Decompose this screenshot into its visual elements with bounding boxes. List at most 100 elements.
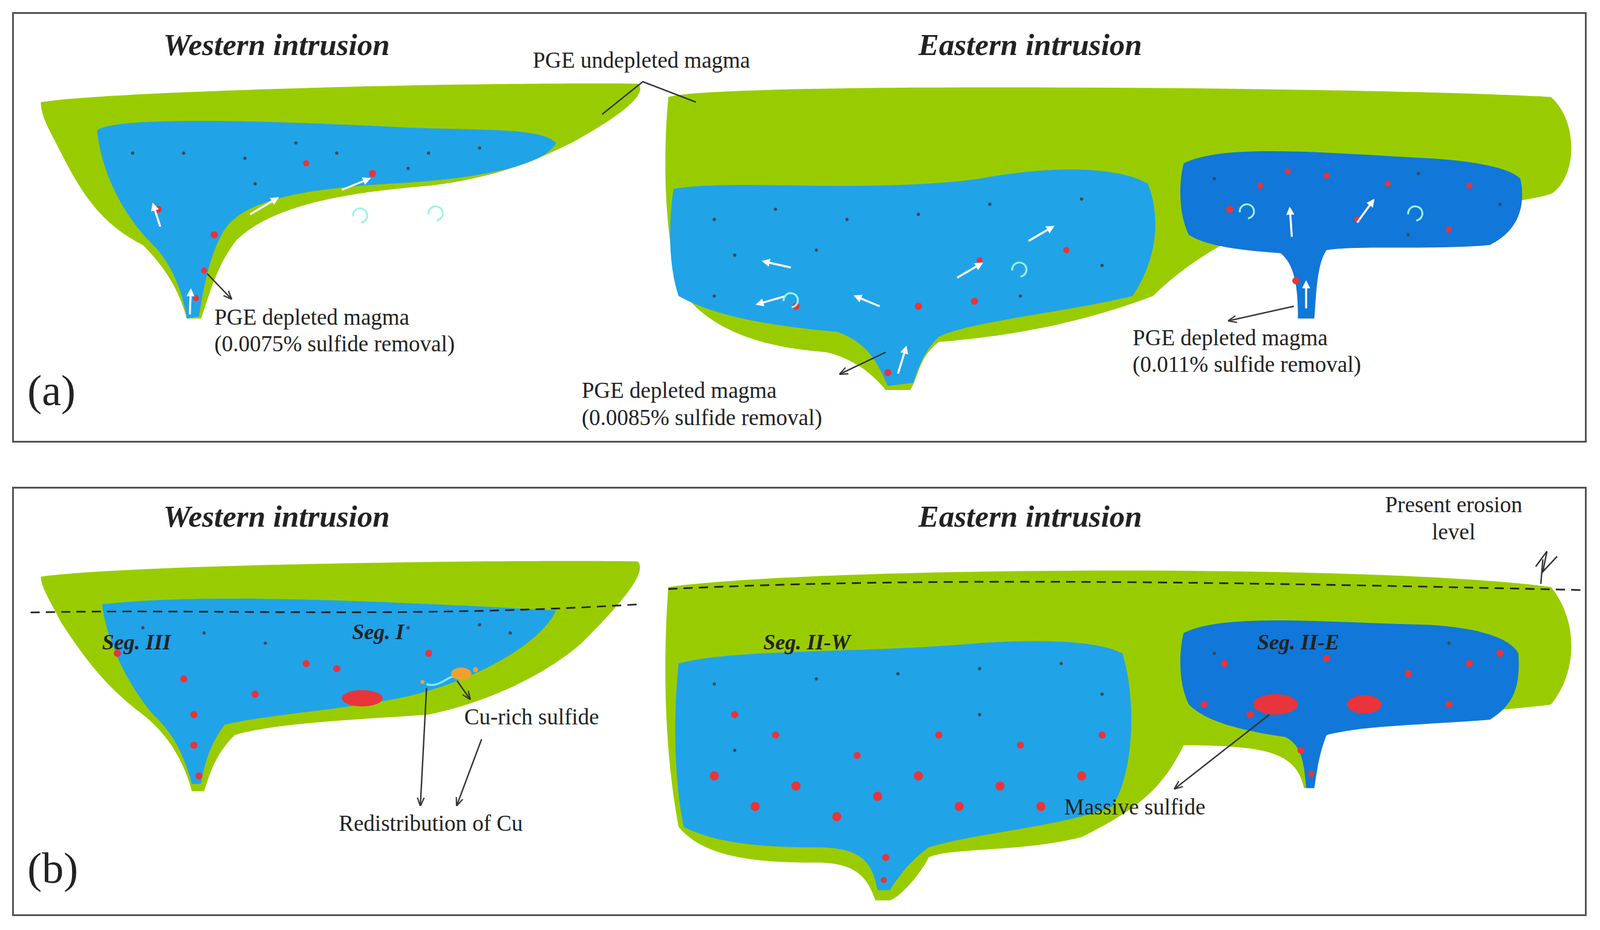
- flow-swirls-a: [1408, 206, 1423, 221]
- segment-label: Seg. II-W: [763, 629, 851, 656]
- sulfide-droplets-b: [1220, 659, 1229, 667]
- crystal-dots-a: [406, 166, 410, 170]
- sulfide-droplets-a: [1257, 182, 1264, 189]
- leader-lines-a: [602, 81, 696, 115]
- crystal-dots-a: [712, 217, 716, 221]
- annotation-text: PGE depleted magma (0.011% sulfide remov…: [1132, 324, 1387, 379]
- sulfide-droplets-b: [913, 770, 923, 781]
- leader-lines-a: [1229, 305, 1294, 321]
- sulfide-droplets-a: [1226, 205, 1234, 213]
- sulfide-droplets-b: [341, 689, 383, 707]
- sulfide-droplets-b: [1465, 659, 1474, 667]
- sulfide-droplets-b: [333, 665, 341, 673]
- leader-lines-b: [420, 551, 1558, 805]
- sulfide-droplets-b: [935, 731, 943, 739]
- sulfide-droplets-a: [210, 230, 218, 239]
- crystal-dots-b: [1212, 651, 1216, 655]
- crystal-dots-b: [896, 672, 900, 676]
- sulfide-droplets-b: [190, 711, 198, 719]
- crystal-dots-b: [977, 666, 981, 670]
- crystal-dots-a: [477, 146, 481, 150]
- crystal-dots-b: [202, 631, 206, 635]
- crystal-dots-b: [141, 626, 145, 630]
- flow-arrows-a: [1289, 208, 1292, 237]
- cu-rich-sulfide-blob: [472, 666, 478, 672]
- crystal-dots-a: [131, 141, 1503, 299]
- annotation-text: Massive sulfide: [1064, 793, 1206, 821]
- crystal-dots-a: [1100, 263, 1104, 267]
- leader-lines-b: [420, 688, 427, 805]
- sulfide-droplets-b: [1496, 650, 1504, 658]
- sulfide-droplets-a: [976, 256, 983, 264]
- crystal-dots-b: [141, 623, 1451, 753]
- figure-panel: (a): [12, 12, 1587, 443]
- leader-lines-b: [1535, 551, 1558, 573]
- crystal-dots-a: [732, 253, 736, 257]
- sulfide-droplets-a: [1445, 226, 1452, 233]
- flow-swirls-a: [353, 208, 368, 223]
- sulfide-droplets-a: [1292, 276, 1300, 285]
- leader-lines-b: [1540, 559, 1543, 585]
- annotation-text: Redistribution of Cu: [338, 810, 523, 837]
- sulfide-droplets-a: [884, 368, 892, 377]
- crystal-dots-a: [773, 207, 778, 211]
- crystal-dots-a: [814, 248, 818, 252]
- panel-letter: (b): [27, 843, 79, 894]
- annotation-text: PGE undepleted magma: [532, 47, 751, 74]
- sulfide-droplets-a: [368, 169, 377, 178]
- segment-label: Seg. III: [102, 629, 172, 656]
- sulfide-droplets-b: [832, 812, 842, 822]
- undepleted-magma: [665, 570, 1571, 901]
- leader-lines-b: [1175, 714, 1270, 789]
- undepleted-magma: [41, 561, 641, 792]
- crystal-dots-a: [243, 156, 247, 160]
- crystal-dots-a: [334, 151, 339, 155]
- crystal-dots-b: [1447, 641, 1451, 645]
- crystal-dots-a: [988, 202, 992, 206]
- flow-swirls-a: [428, 206, 444, 221]
- sulfide-droplets-b: [180, 675, 188, 683]
- crystal-dots-a: [1416, 171, 1420, 175]
- crystal-dots-a: [1498, 202, 1502, 206]
- sulfide-droplets-b: [1404, 669, 1412, 678]
- leader-lines-b: [457, 738, 482, 805]
- sulfide-droplets-b: [882, 853, 890, 862]
- sulfide-droplets-a: [1384, 180, 1391, 187]
- erosion-level-line: [668, 581, 1582, 591]
- sulfide-droplets-b: [772, 731, 780, 739]
- sulfide-droplets-b: [1246, 711, 1254, 719]
- sulfide-droplets-b: [731, 711, 739, 719]
- crystal-dots-a: [253, 182, 257, 186]
- sulfide-droplets-b: [251, 690, 259, 698]
- crystal-dots-b: [1100, 692, 1104, 696]
- cu-rich-sulfide-blob: [420, 666, 478, 686]
- sulfide-droplets-a: [1284, 168, 1292, 175]
- sulfide-droplets-b: [1323, 654, 1331, 663]
- crystal-dots-b: [977, 712, 981, 716]
- sulfide-droplets-a: [200, 267, 207, 274]
- sulfide-droplets-a: [192, 295, 199, 302]
- annotation-text: Present erosion level: [1382, 491, 1526, 546]
- leader-lines-b: [457, 680, 470, 699]
- depleted-magma: [1180, 620, 1519, 788]
- sulfide-droplets-b: [1098, 731, 1106, 739]
- sulfide-droplets-b: [1036, 801, 1046, 811]
- flow-arrows-a: [189, 289, 192, 315]
- crystal-dots-a: [131, 151, 135, 155]
- sulfide-droplets-b: [954, 801, 964, 811]
- sulfide-droplets-b: [750, 801, 760, 811]
- sulfide-droplets-b: [1252, 694, 1298, 715]
- sulfide-droplets-b: [1445, 700, 1453, 709]
- sulfide-droplets-a: [1063, 247, 1070, 254]
- flow-swirls-a: [1012, 262, 1027, 277]
- crystal-dots-b: [263, 641, 267, 645]
- flow-arrows-a: [341, 178, 370, 190]
- sulfide-droplets-b: [1297, 746, 1305, 755]
- sulfide-droplets-b: [880, 876, 887, 883]
- figure-panel: (b): [12, 486, 1587, 917]
- sulfide-droplets-b: [853, 751, 862, 759]
- crystal-dots-a: [712, 294, 716, 298]
- sulfide-droplets-b: [190, 741, 198, 750]
- flow-swirls-a: [783, 293, 799, 308]
- sulfide-droplets-a: [302, 160, 309, 167]
